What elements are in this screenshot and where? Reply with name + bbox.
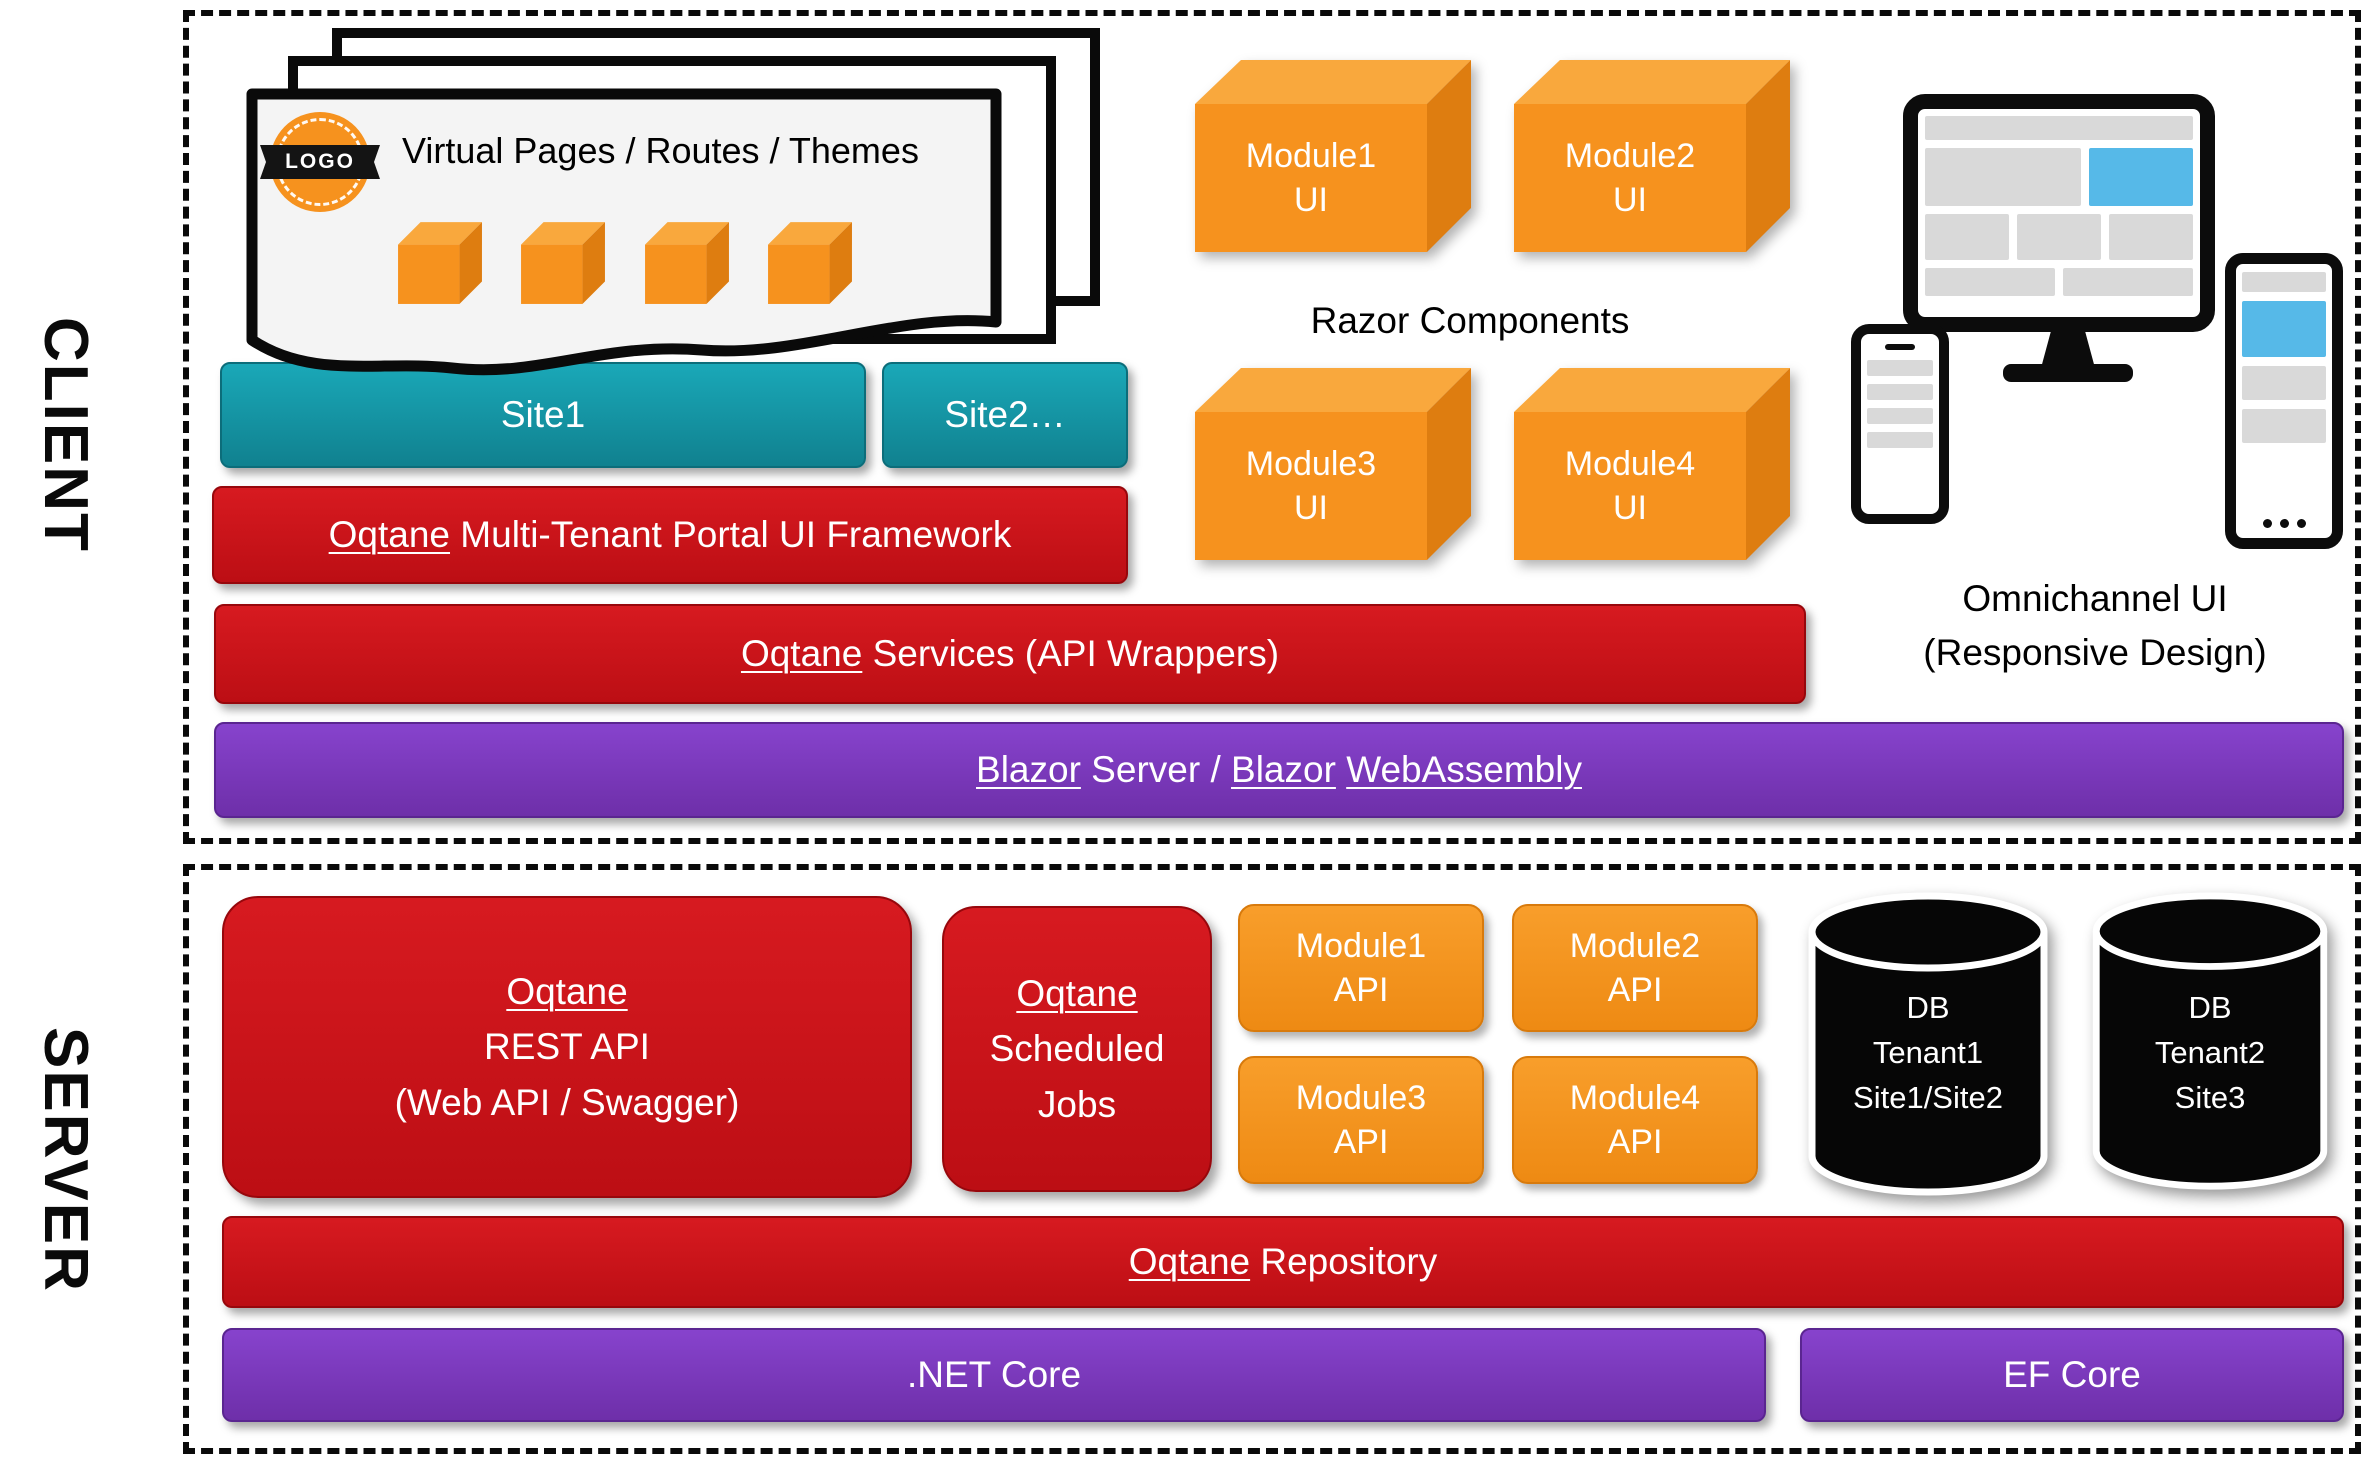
server-section-frame xyxy=(183,864,2361,1454)
logo-band: LOGO xyxy=(260,145,380,179)
db2-line1: DB xyxy=(2188,990,2232,1025)
module1-api-line2: API xyxy=(1333,971,1389,1009)
monitor-stand-base xyxy=(2003,364,2133,382)
omnichannel-line2: (Responsive Design) xyxy=(1923,631,2267,673)
module3-api-line2: API xyxy=(1333,1123,1389,1161)
omnichannel-caption: Omnichannel UI (Responsive Design) xyxy=(1845,572,2345,679)
module1-ui-line1: Module1 xyxy=(1245,136,1377,175)
client-section-label: CLIENT xyxy=(31,317,100,553)
cube-icon xyxy=(766,218,854,306)
client-section-frame xyxy=(183,10,2361,844)
server-section-label: SERVER xyxy=(31,1027,100,1293)
services-label: Oqtane Services (API Wrappers) xyxy=(740,633,1280,674)
module3-api-box: Module3 API xyxy=(1238,1056,1484,1184)
cube-icon xyxy=(519,218,607,306)
module3-ui-line1: Module3 xyxy=(1245,444,1377,483)
rest-api-line3: (Web API / Swagger) xyxy=(394,1081,740,1123)
module4-api-box: Module4 API xyxy=(1512,1056,1758,1184)
module1-ui-line2: UI xyxy=(1294,181,1328,219)
module4-ui-line1: Module4 xyxy=(1564,444,1696,483)
scheduled-jobs-line3: Jobs xyxy=(1037,1083,1117,1125)
rest-api-box: Oqtane REST API (Web API / Swagger) xyxy=(222,896,912,1198)
module4-api-line2: API xyxy=(1607,1123,1663,1161)
module2-ui-line2: UI xyxy=(1613,181,1647,219)
cube-icon xyxy=(396,218,484,306)
blazor-bar: Blazor Server / Blazor WebAssembly xyxy=(214,722,2344,818)
dotnet-core-label: .NET Core xyxy=(906,1354,1082,1395)
db1-line3: Site1/Site2 xyxy=(1853,1079,2003,1115)
module1-api-box: Module1 API xyxy=(1238,904,1484,1032)
scheduled-jobs-line2: Scheduled xyxy=(989,1028,1165,1070)
repository-label: Oqtane Repository xyxy=(1128,1241,1438,1282)
rest-api-line1: Oqtane xyxy=(506,970,628,1012)
ef-core-bar: EF Core xyxy=(1800,1328,2344,1422)
phone-icon xyxy=(1851,324,1949,524)
logo-text: LOGO xyxy=(285,150,355,173)
razor-components-label: Razor Components xyxy=(1310,300,1630,341)
repository-bar: Oqtane Repository xyxy=(222,1216,2344,1308)
services-bar: Oqtane Services (API Wrappers) xyxy=(214,604,1806,704)
db-tenant2-cylinder: DB Tenant2 Site3 xyxy=(2086,890,2334,1196)
module3-ui-line2: UI xyxy=(1294,489,1328,527)
portal-framework-label: Oqtane Multi-Tenant Portal UI Framework xyxy=(328,514,1012,555)
omnichannel-line1: Omnichannel UI xyxy=(1962,578,2228,619)
db1-line1: DB xyxy=(1906,990,1950,1025)
monitor-stand-neck xyxy=(2041,332,2095,368)
logo-badge-icon: LOGO xyxy=(260,112,380,212)
site2-bar: Site2… xyxy=(882,362,1128,468)
db2-line3: Site3 xyxy=(2174,1079,2246,1115)
site1-label: Site1 xyxy=(500,394,586,435)
tablet-icon xyxy=(2225,253,2343,549)
monitor-icon xyxy=(1903,94,2215,332)
scheduled-jobs-box: Oqtane Scheduled Jobs xyxy=(942,906,1212,1192)
module2-api-box: Module2 API xyxy=(1512,904,1758,1032)
db2-line2: Tenant2 xyxy=(2154,1034,2266,1070)
cube-icon xyxy=(643,218,731,306)
module2-api-line1: Module2 xyxy=(1569,926,1701,965)
db-tenant1-cylinder: DB Tenant1 Site1/Site2 xyxy=(1806,890,2050,1202)
virtual-pages-title: Virtual Pages / Routes / Themes xyxy=(402,130,919,171)
module4-ui-line2: UI xyxy=(1613,489,1647,527)
scheduled-jobs-line1: Oqtane xyxy=(1016,972,1138,1014)
dotnet-core-bar: .NET Core xyxy=(222,1328,1766,1422)
module2-api-line2: API xyxy=(1607,971,1663,1009)
module4-api-line1: Module4 xyxy=(1569,1078,1701,1117)
blazor-label: Blazor Server / Blazor WebAssembly xyxy=(976,749,1582,790)
ef-core-label: EF Core xyxy=(2003,1354,2141,1395)
rest-api-line2: REST API xyxy=(484,1026,650,1068)
module3-api-line1: Module3 xyxy=(1295,1078,1427,1117)
portal-framework-bar: Oqtane Multi-Tenant Portal UI Framework xyxy=(212,486,1128,584)
module2-ui-line1: Module2 xyxy=(1564,136,1696,175)
db1-line2: Tenant1 xyxy=(1872,1034,1984,1070)
site2-label: Site2… xyxy=(944,394,1066,435)
module1-api-line1: Module1 xyxy=(1295,926,1427,965)
